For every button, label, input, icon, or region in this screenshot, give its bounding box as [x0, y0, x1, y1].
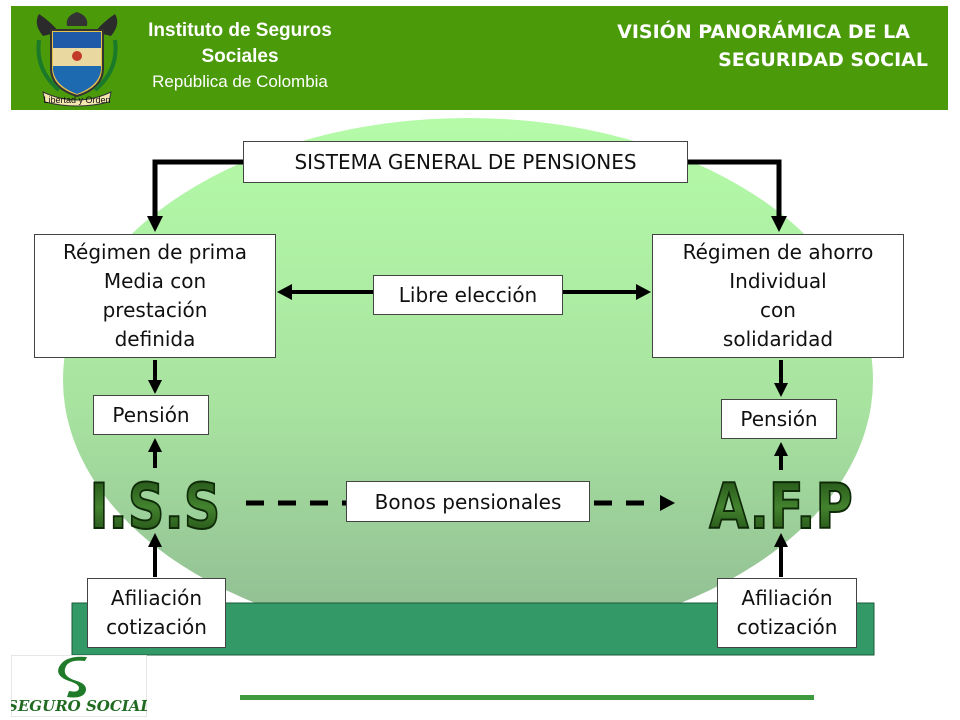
right-regime-text: Régimen de ahorro Individual con solidar…	[682, 240, 874, 351]
left-affiliation-box: Afiliación cotización	[87, 578, 226, 648]
bonds-text: Bonos pensionales	[374, 489, 562, 514]
arrow-right-regime-to-pension	[774, 360, 788, 397]
seguro-social-logo: SEGURO SOCIAL	[11, 655, 147, 717]
left-pension-text: Pensión	[112, 403, 190, 427]
crest-motto-text: Libertad y Orden	[43, 95, 110, 105]
footer-line	[240, 695, 814, 700]
page-title-line-2: SEGURIDAD SOCIAL	[718, 49, 928, 71]
institution-line-3: República de Colombia	[152, 72, 328, 91]
arrow-affiliation-to-afp	[774, 533, 788, 577]
free-choice-arrow	[277, 284, 651, 300]
arrow-afp-to-pension	[774, 442, 788, 470]
right-regime-box: Régimen de ahorro Individual con solidar…	[652, 234, 904, 358]
free-choice-box: Libre elección	[373, 275, 563, 315]
arrow-left-regime-to-pension	[148, 360, 162, 394]
right-pension-box: Pensión	[721, 399, 837, 439]
system-title-text: SISTEMA GENERAL DE PENSIONES	[294, 150, 637, 174]
right-affiliation-text: Afiliación cotización	[736, 586, 838, 639]
page-title-line-1: VISIÓN PANORÁMICA DE LA	[617, 21, 910, 43]
arrow-affiliation-to-iss	[148, 533, 162, 577]
institution-name: Instituto de Seguros Sociales República …	[129, 18, 351, 94]
left-affiliation-text: Afiliación cotización	[106, 586, 207, 639]
connector-top-left	[147, 159, 243, 232]
logo-text: SEGURO SOCIAL	[11, 697, 147, 715]
right-pension-text: Pensión	[740, 407, 818, 431]
background-ellipse	[63, 118, 873, 642]
seguro-social-s-icon	[58, 656, 87, 698]
system-title-box: SISTEMA GENERAL DE PENSIONES	[243, 141, 688, 183]
colombia-crest-icon: Libertad y Orden	[36, 12, 118, 107]
bonds-box: Bonos pensionales	[346, 481, 590, 522]
left-pension-box: Pensión	[93, 395, 209, 435]
right-affiliation-box: Afiliación cotización	[717, 578, 857, 648]
left-regime-box: Régimen de prima Media con prestación de…	[34, 234, 276, 358]
iss-entity-label: I.S.S	[90, 471, 221, 543]
institution-line-1: Instituto de Seguros	[148, 20, 332, 41]
afp-entity-label: A.F.P	[709, 471, 852, 543]
left-regime-text: Régimen de prima Media con prestación de…	[63, 240, 247, 351]
connector-top-right	[688, 159, 787, 232]
arrow-iss-to-pension	[148, 438, 162, 468]
free-choice-text: Libre elección	[398, 283, 538, 307]
institution-line-2: Sociales	[201, 46, 279, 67]
bonds-dashed-arrow	[246, 495, 675, 511]
page-title: VISIÓN PANORÁMICA DE LA SEGURIDAD SOCIAL	[498, 18, 928, 74]
header-banner: Libertad y Orden Instituto de Seguros So…	[11, 6, 948, 110]
